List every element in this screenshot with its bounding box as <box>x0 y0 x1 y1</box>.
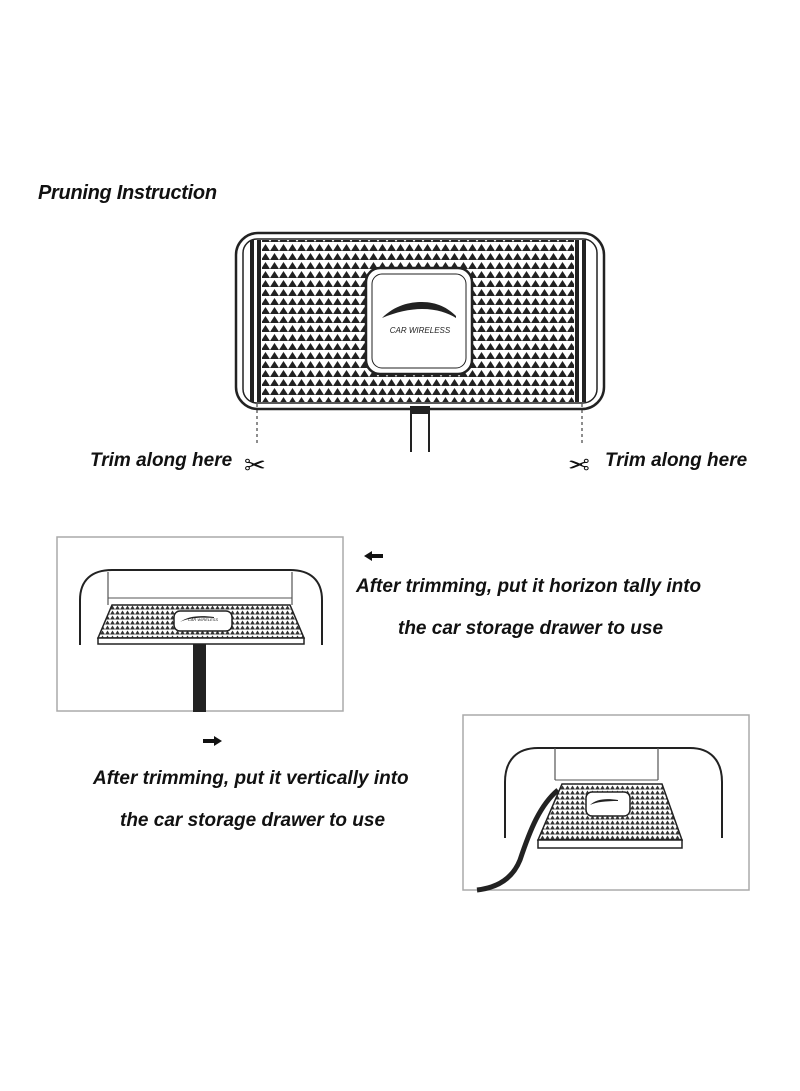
horizontal-placement-illustration <box>56 536 344 712</box>
horizontal-caption-line2: the car storage drawer to use <box>398 618 664 639</box>
trim-label-left: Trim along here <box>90 450 233 471</box>
arrow-right-icon <box>203 736 222 746</box>
vertical-caption-line2: the car storage drawer to use <box>120 810 386 831</box>
scissors-icon: ✂ <box>568 450 590 480</box>
trim-label-right: Trim along here <box>605 450 748 471</box>
arrow-left-icon <box>364 551 383 561</box>
horizontal-caption-line1: After trimming, put it horizon tally int… <box>356 576 702 597</box>
vertical-caption-line1: After trimming, put it vertically into <box>93 768 409 789</box>
pad-label-small: CAR WIRELESS <box>187 617 219 622</box>
page-title: Pruning Instruction <box>38 182 217 204</box>
car-silhouette-icon <box>382 302 456 318</box>
scissors-icon: ✂ <box>244 450 266 480</box>
pad-label: CAR WIRELESS <box>389 326 451 335</box>
wireless-pad-illustration <box>234 231 606 452</box>
vertical-placement-illustration <box>462 714 750 893</box>
